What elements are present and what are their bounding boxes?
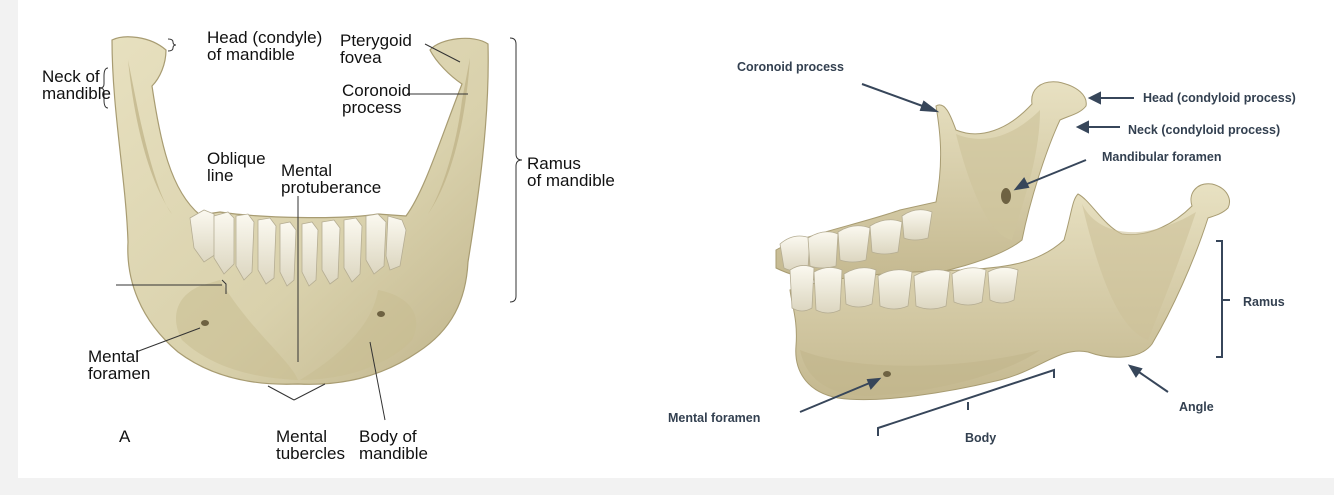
teeth-b-back: [779, 209, 933, 272]
label-neck-of-mandible: Neck of mandible: [42, 67, 111, 103]
mandible-anterior-view: [111, 36, 489, 385]
label-neck-condyloid: Neck (condyloid process): [1128, 123, 1281, 137]
label-mental-foramen-a: Mental foramen: [88, 347, 151, 383]
label-angle: Angle: [1179, 400, 1214, 414]
label-ramus-of-mandible: Ramus of mandible: [527, 154, 615, 190]
leader-arrows-b: [799, 83, 1230, 436]
label-coronoid-process-a: Coronoid process: [342, 81, 411, 117]
label-mental-foramen-b: Mental foramen: [668, 411, 761, 425]
label-oblique-line: Oblique line: [207, 149, 266, 185]
teeth-a: [189, 209, 407, 287]
label-mandibular-foramen: Mandibular foramen: [1102, 150, 1222, 164]
mandible-lateral-view: [775, 81, 1230, 401]
label-mental-tubercles: Mental tubercles: [276, 427, 345, 463]
label-view-letter: A: [119, 427, 131, 446]
label-ramus-b: Ramus: [1243, 295, 1285, 309]
label-head-condyloid: Head (condyloid process): [1143, 91, 1296, 105]
mandible-a-shape: [111, 36, 489, 385]
label-coronoid-process-b: Coronoid process: [737, 60, 844, 74]
label-mental-protuberance: Mental protuberance: [281, 161, 382, 197]
label-head-condyle: Head (condyle) of mandible: [207, 28, 323, 64]
label-body-of-mandible: Body of mandible: [359, 427, 428, 463]
label-body-b: Body: [965, 431, 997, 445]
leader-lines-a: [99, 37, 523, 421]
teeth-b-front: [789, 265, 1019, 314]
label-pterygoid-fovea: Pterygoid fovea: [340, 31, 412, 67]
